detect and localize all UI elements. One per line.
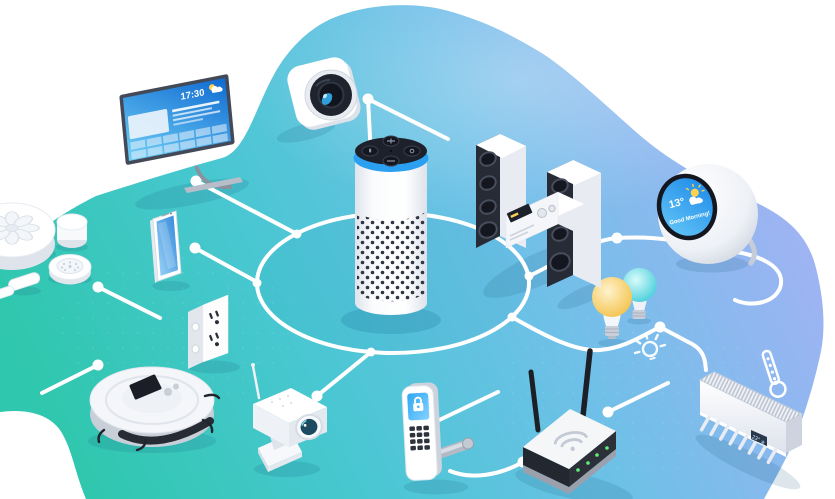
plug-side-button <box>191 344 200 354</box>
cylinder-sensor <box>56 213 88 248</box>
smart-display: 13° Good Morning! <box>656 164 758 266</box>
smartphone <box>150 210 182 283</box>
router-antenna <box>580 348 593 419</box>
stereo-system <box>476 134 601 288</box>
speaker-grille <box>357 212 425 302</box>
smoke-detector <box>48 254 92 285</box>
line-camera-branch <box>366 97 450 141</box>
shining-bulb-icon <box>633 332 667 361</box>
smart-plug <box>188 294 229 369</box>
yellow-bulb <box>592 277 632 339</box>
camera-lens <box>304 69 358 121</box>
vacuum-brushes <box>97 393 221 452</box>
voice-assistant-speaker <box>353 135 429 315</box>
padlock-icon <box>413 396 424 412</box>
outlet-socket <box>209 332 219 347</box>
plug-side-button <box>191 322 200 332</box>
ac-grille <box>700 372 802 422</box>
line-to-router <box>606 381 670 414</box>
sun-cloud-icon <box>208 84 223 93</box>
speaker-buttons <box>361 135 421 167</box>
display-screen <box>661 178 713 236</box>
line-to-sensors <box>96 285 162 320</box>
tv-stand <box>194 165 232 189</box>
tv-text-lines <box>172 100 221 126</box>
receiver-knob <box>537 208 547 218</box>
air-conditioner: 23° ❄ <box>698 371 804 465</box>
router-antenna <box>528 369 541 433</box>
line-to-bulbs <box>510 315 660 353</box>
pill-sensor <box>0 272 41 300</box>
security-camera <box>287 57 361 130</box>
line-to-phone <box>193 246 259 284</box>
line-to-cctv <box>315 350 373 398</box>
thermometer-icon <box>761 349 787 398</box>
lock-keypad <box>409 425 430 451</box>
tv-thumbnail <box>127 109 170 140</box>
wifi-router <box>523 348 616 494</box>
tv-app-tiles <box>130 123 228 160</box>
tv-clock: 17:30 <box>180 87 205 103</box>
line-to-ac <box>658 325 708 372</box>
cctv-vents <box>271 395 292 407</box>
stereo-receiver <box>505 191 584 249</box>
smart-bulbs <box>592 268 657 339</box>
sun-cloud-icon <box>685 183 705 205</box>
line-router-stub <box>448 460 525 478</box>
outlet-socket <box>209 310 219 325</box>
smart-tv: 17:30 <box>119 74 243 193</box>
router-leds <box>576 446 609 472</box>
vacuum-button <box>173 383 179 390</box>
flower-detector <box>0 211 40 245</box>
snowflake-icon: ❄ <box>759 439 765 446</box>
wifi-icon <box>553 431 589 452</box>
cctv-antenna <box>251 364 261 400</box>
ac-temperature: 23° <box>751 434 761 443</box>
line-to-tv <box>194 179 299 236</box>
receiver-display <box>506 203 533 223</box>
vacuum-button <box>164 388 172 396</box>
ac-display <box>751 430 767 446</box>
cctv-camera <box>251 363 327 472</box>
tv-stand-base <box>184 177 243 193</box>
robot-vacuum <box>89 366 221 452</box>
vacuum-display <box>129 374 162 400</box>
receiver-knob <box>548 204 556 213</box>
display-temperature: 13° <box>668 196 686 211</box>
smart-sensors <box>0 202 92 300</box>
phone-speaker <box>161 212 170 217</box>
vacuum-bumper <box>118 417 214 445</box>
line-to-lock <box>431 390 500 425</box>
line-to-vacuum <box>40 363 100 395</box>
ac-louvers <box>699 413 779 465</box>
cctv-lens <box>295 413 323 441</box>
smart-door-lock <box>401 382 474 481</box>
phone-camera-dot <box>170 212 172 215</box>
phone-screen <box>156 215 178 276</box>
